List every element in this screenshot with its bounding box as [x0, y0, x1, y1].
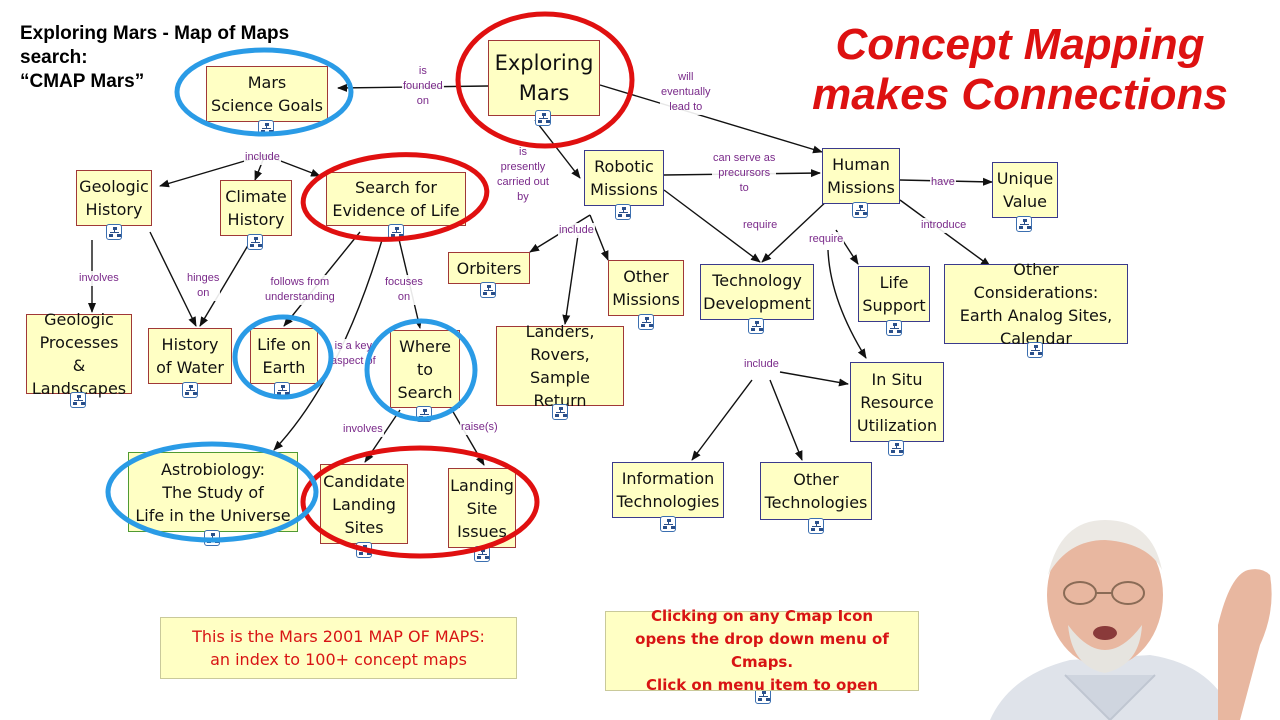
cmap-icon[interactable] [204, 530, 220, 546]
cmap-icon[interactable] [388, 224, 404, 240]
link-label-presently-carried-out-by: is presently carried out by [496, 145, 550, 205]
link-label-require-robotic: require [742, 218, 779, 233]
cmap-icon[interactable] [70, 392, 86, 408]
link-label-introduce: introduce [920, 218, 968, 233]
concept-climate-history[interactable]: Climate History [220, 180, 292, 236]
edge-geologic-water [149, 231, 197, 327]
cmap-icon[interactable] [474, 546, 490, 562]
concept-life-support[interactable]: Life Support [858, 266, 930, 322]
cmap-icon[interactable] [1027, 342, 1043, 358]
cmap-icon[interactable] [660, 516, 676, 532]
concept-history-of-water[interactable]: History of Water [148, 328, 232, 384]
link-label-key-aspect: is a key aspect of [330, 339, 377, 369]
link-label-involves-where: involves [342, 422, 384, 437]
cmap-icon[interactable] [888, 440, 904, 456]
cmap-icon[interactable] [480, 282, 496, 298]
cmap-icon[interactable] [638, 314, 654, 330]
cmap-icon[interactable] [552, 404, 568, 420]
presenter-photo [990, 520, 1272, 720]
edge-tech-info [691, 379, 753, 461]
edge-where-issues [451, 409, 485, 466]
edge-introduce [899, 199, 991, 267]
concept-geologic-history[interactable]: Geologic History [76, 170, 152, 226]
concept-information-technologies[interactable]: Information Technologies [612, 462, 724, 518]
cmap-icon[interactable] [416, 406, 432, 422]
edge-will-lead-to [599, 84, 823, 154]
link-label-raises: raise(s) [460, 420, 499, 435]
edge-robotic-tech [663, 189, 761, 263]
concept-in-situ-resource-utilization[interactable]: In Situ Resource Utilization [850, 362, 944, 442]
cmap-icon[interactable] [535, 110, 551, 126]
link-label-precursors: can serve as precursors to [712, 151, 777, 196]
cmap-icon[interactable] [247, 234, 263, 250]
link-label-involves-geo: involves [78, 271, 120, 286]
concept-technology-development[interactable]: Technology Development [700, 264, 814, 320]
concept-other-technologies[interactable]: Other Technologies [760, 462, 872, 520]
edge-climate-water [199, 241, 251, 327]
concept-search-for-evidence-of-life[interactable]: Search for Evidence of Life [326, 172, 466, 226]
link-label-include-tech: include [743, 357, 780, 372]
link-label-follows-from: follows from understanding [264, 275, 336, 305]
edge-robotic-landers [562, 234, 579, 325]
cmap-icon[interactable] [182, 382, 198, 398]
concept-landing-site-issues[interactable]: Landing Site Issues [448, 468, 516, 548]
cmap-icon[interactable] [356, 542, 372, 558]
concept-orbiters[interactable]: Orbiters [448, 252, 530, 284]
cmap-icon[interactable] [106, 224, 122, 240]
link-label-hinges-on: hinges on [186, 271, 221, 301]
edge-human-tech [761, 197, 831, 263]
link-label-will-eventually-lead-to: will eventually lead to [660, 70, 712, 115]
cmap-icon[interactable] [748, 318, 764, 334]
concept-robotic-missions[interactable]: Robotic Missions [584, 150, 664, 206]
cmap-icon[interactable] [1016, 216, 1032, 232]
edge-tech-other [769, 379, 803, 461]
cmap-icon[interactable] [852, 202, 868, 218]
link-label-have: have [930, 175, 956, 190]
map-of-maps-note: This is the Mars 2001 MAP OF MAPS: an in… [160, 617, 517, 679]
concept-unique-value[interactable]: Unique Value [992, 162, 1058, 218]
slide-title: Concept Mapping makes Connections [812, 20, 1228, 119]
link-label-include-goals: include [244, 150, 281, 165]
cmap-icon[interactable] [755, 688, 771, 704]
cmap-icon[interactable] [886, 320, 902, 336]
concept-geologic-processes[interactable]: Geologic Processes & Landscapes [26, 310, 132, 398]
concept-where-to-search[interactable]: Where to Search [390, 330, 460, 408]
concept-landers-rovers[interactable]: Landers, Rovers, Sample Return [496, 322, 624, 410]
link-label-include-robotic: include [558, 223, 595, 238]
concept-other-considerations[interactable]: Other Considerations: Earth Analog Sites… [944, 260, 1128, 348]
concept-human-missions[interactable]: Human Missions [822, 148, 900, 204]
link-label-require-human: require [808, 232, 845, 247]
concept-life-on-earth[interactable]: Life on Earth [250, 328, 318, 384]
edge-tech-isru [779, 371, 849, 387]
cmap-icon-help-note: Clicking on any Cmap Icon opens the drop… [605, 607, 919, 694]
cmap-icon[interactable] [258, 120, 274, 136]
concept-astrobiology[interactable]: Astrobiology: The Study of Life in the U… [128, 452, 298, 532]
concept-other-missions[interactable]: Other Missions [608, 260, 684, 316]
search-note: Exploring Mars - Map of Maps search: “CM… [20, 23, 290, 92]
edge-human-isru [827, 249, 867, 359]
concept-candidate-landing-sites[interactable]: Candidate Landing Sites [320, 464, 408, 544]
link-label-focuses-on: focuses on [384, 275, 424, 305]
cmap-icon[interactable] [615, 204, 631, 220]
edge-robotic-other [589, 214, 609, 261]
cmap-icon[interactable] [274, 382, 290, 398]
concept-mars-science-goals[interactable]: Mars Science Goals [206, 66, 328, 122]
concept-exploring-mars[interactable]: Exploring Mars [488, 40, 600, 116]
cmap-icon[interactable] [808, 518, 824, 534]
link-label-is-founded-on: is founded on [402, 64, 444, 109]
